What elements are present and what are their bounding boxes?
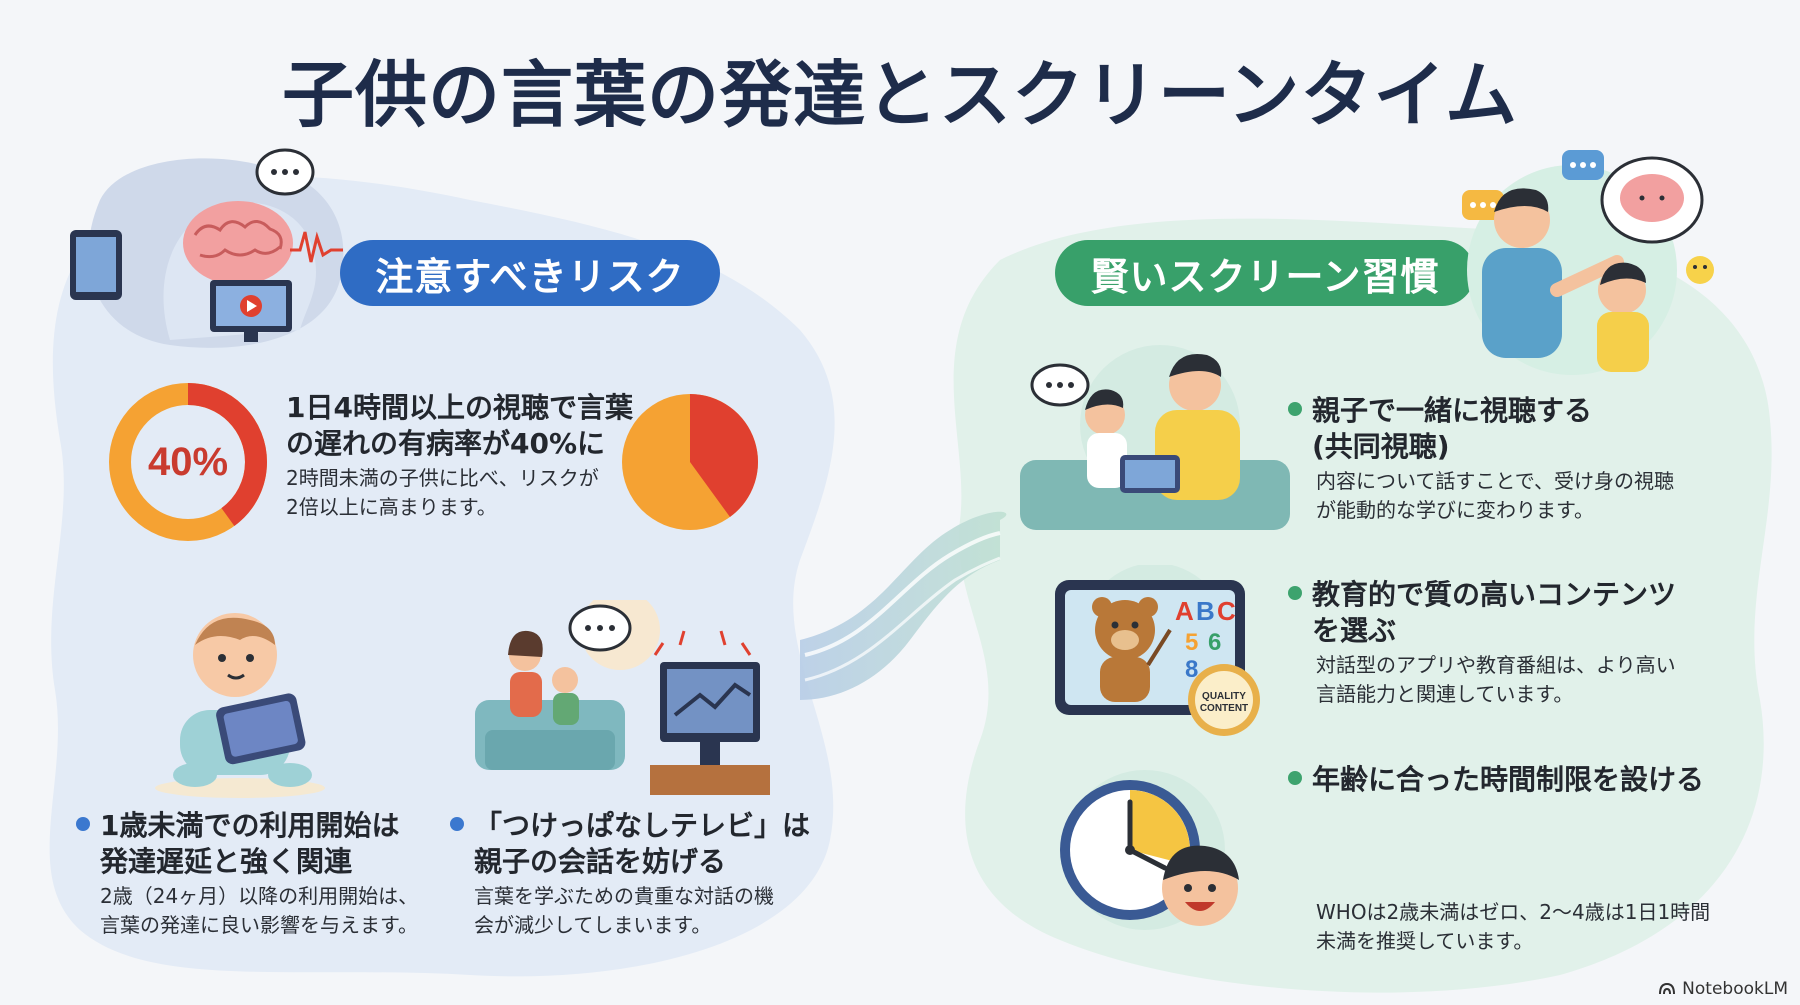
habit-item2-heading-line1: 教育的で質の高いコンテンツ xyxy=(1312,578,1677,611)
percent-pie-chart xyxy=(622,394,758,530)
speech-bubble-icon xyxy=(255,148,315,196)
percent-donut-chart: 40% xyxy=(109,383,267,541)
risk-item1-heading: 1歳未満での利用開始は 発達遅延と強く関連 xyxy=(76,808,399,881)
habit-item3-heading: 年齢に合った時間制限を設ける xyxy=(1288,762,1704,798)
tv-icon xyxy=(210,280,292,342)
abc-number-6: 6 xyxy=(1208,629,1221,656)
habit-item1-heading-line1: 親子で一緒に視聴する xyxy=(1312,394,1593,427)
footer-brand-label: NotebookLM xyxy=(1682,979,1788,999)
child-face-icon xyxy=(1162,845,1239,926)
risk-item1-desc-line1: 2歳（24ヶ月）以降の利用開始は、 xyxy=(100,884,419,908)
speech-bubble-icon xyxy=(1462,150,1604,220)
speech-bubble-icon xyxy=(1030,363,1090,407)
risk-item2-heading-line1: 「つけっぱなしテレビ」は xyxy=(474,809,811,842)
risk-item2-description: 言葉を学ぶための貴重な対話の機 会が減少してしまいます。 xyxy=(474,882,774,940)
connecting-river xyxy=(800,511,1007,700)
habit-item3-description: WHOは2歳未満はゼロ、2〜4歳は1日1時間 未満を推奨しています。 xyxy=(1316,898,1710,956)
percent-donut-arc xyxy=(109,383,267,541)
risk-section-label: 注意すべきリスク xyxy=(340,240,720,306)
risk-stat-heading-line2: の遅れの有病率が40%に xyxy=(286,427,606,461)
habit-item3-desc-line1: WHOは2歳未満はゼロ、2〜4歳は1日1時間 xyxy=(1316,900,1711,924)
habit-item2-description: 対話型のアプリや教育番組は、より高い 言語能力と関連しています。 xyxy=(1316,651,1676,709)
footer-brand: NotebookLM xyxy=(1658,979,1788,999)
bullet-icon xyxy=(1288,402,1302,416)
habit-item2-heading: 教育的で質の高いコンテンツ を選ぶ xyxy=(1288,577,1676,650)
abc-letter-b: B xyxy=(1196,596,1215,626)
risk-background-blob xyxy=(49,176,835,977)
abc-letter-c: C xyxy=(1217,596,1236,626)
tablet-icon xyxy=(70,230,122,300)
percent-label: 40% xyxy=(148,440,228,484)
co-viewing-illustration xyxy=(1020,345,1290,530)
badge-text-line2: CONTENT xyxy=(1200,703,1248,714)
habit-item1-description: 内容について話すことで、受け身の視聴 が能動的な学びに変わります。 xyxy=(1316,467,1674,525)
risk-item1-description: 2歳（24ヶ月）以降の利用開始は、 言葉の発達に良い影響を与えます。 xyxy=(100,882,418,940)
risk-item1-heading-line2: 発達遅延と強く関連 xyxy=(100,845,353,879)
speech-bubble-icon xyxy=(568,604,632,652)
risk-stat-desc-line2: 2倍以上に高まります。 xyxy=(286,495,497,519)
bullet-icon xyxy=(1288,586,1302,600)
habit-item3-heading-line1: 年齢に合った時間制限を設ける xyxy=(1312,763,1705,796)
notebooklm-logo-icon xyxy=(1659,982,1676,995)
habit-item2-heading-line2: を選ぶ xyxy=(1312,614,1397,648)
abc-number-5: 5 xyxy=(1185,629,1198,656)
risk-item2-heading-line2: 親子の会話を妨げる xyxy=(474,845,727,879)
brain-icon xyxy=(1620,174,1684,222)
abc-number-8: 8 xyxy=(1185,656,1198,683)
pie-percent-slice xyxy=(690,394,758,518)
bullet-icon xyxy=(450,817,464,831)
habit-item1-desc-line1: 内容について話すことで、受け身の視聴 xyxy=(1316,469,1674,493)
risk-stat-heading: 1日4時間以上の視聴で言葉 の遅れの有病率が40%に xyxy=(286,390,633,463)
risk-stat-desc-line1: 2時間未満の子供に比べ、リスクが xyxy=(286,466,599,490)
risk-item1-heading-line1: 1歳未満での利用開始は xyxy=(100,809,400,842)
habit-item2-desc-line1: 対話型のアプリや教育番組は、より高い xyxy=(1316,653,1676,677)
family-tv-icon xyxy=(475,600,770,795)
abc-letter-a: A xyxy=(1175,596,1194,626)
quality-badge-icon: QUALITY CONTENT xyxy=(1188,664,1260,736)
baby-with-tablet-icon xyxy=(155,613,325,798)
page-title: 子供の言葉の発達とスクリーンタイム xyxy=(282,53,1518,137)
risk-stat-heading-line1: 1日4時間以上の視聴で言葉 xyxy=(286,391,633,424)
habit-item1-heading-line2: (共同視聴) xyxy=(1312,430,1450,464)
risk-item2-desc-line1: 言葉を学ぶための貴重な対話の機 xyxy=(474,884,774,908)
risk-item1-desc-line2: 言葉の発達に良い影響を与えます。 xyxy=(100,913,418,937)
brain-icon xyxy=(183,201,293,285)
habit-item1-heading: 親子で一緒に視聴する (共同視聴) xyxy=(1288,393,1592,466)
habit-item1-desc-line2: が能動的な学びに変わります。 xyxy=(1316,498,1594,522)
bullet-icon xyxy=(1288,771,1302,785)
habit-section-label: 賢いスクリーン習慣 xyxy=(1055,240,1475,306)
habit-item2-desc-line2: 言語能力と関連しています。 xyxy=(1316,682,1574,706)
badge-text-line1: QUALITY xyxy=(1202,691,1246,702)
parent-child-icon xyxy=(1462,150,1714,375)
brain-screens-illustration xyxy=(70,148,344,348)
bullet-icon xyxy=(76,817,90,831)
risk-item2-heading: 「つけっぱなしテレビ」は 親子の会話を妨げる xyxy=(450,808,810,881)
clock-child-illustration xyxy=(1060,770,1239,930)
habit-item3-desc-line2: 未満を推奨しています。 xyxy=(1316,929,1534,953)
risk-stat-description: 2時間未満の子供に比べ、リスクが 2倍以上に高まります。 xyxy=(286,464,599,522)
risk-item2-desc-line2: 会が減少してしまいます。 xyxy=(474,913,712,937)
